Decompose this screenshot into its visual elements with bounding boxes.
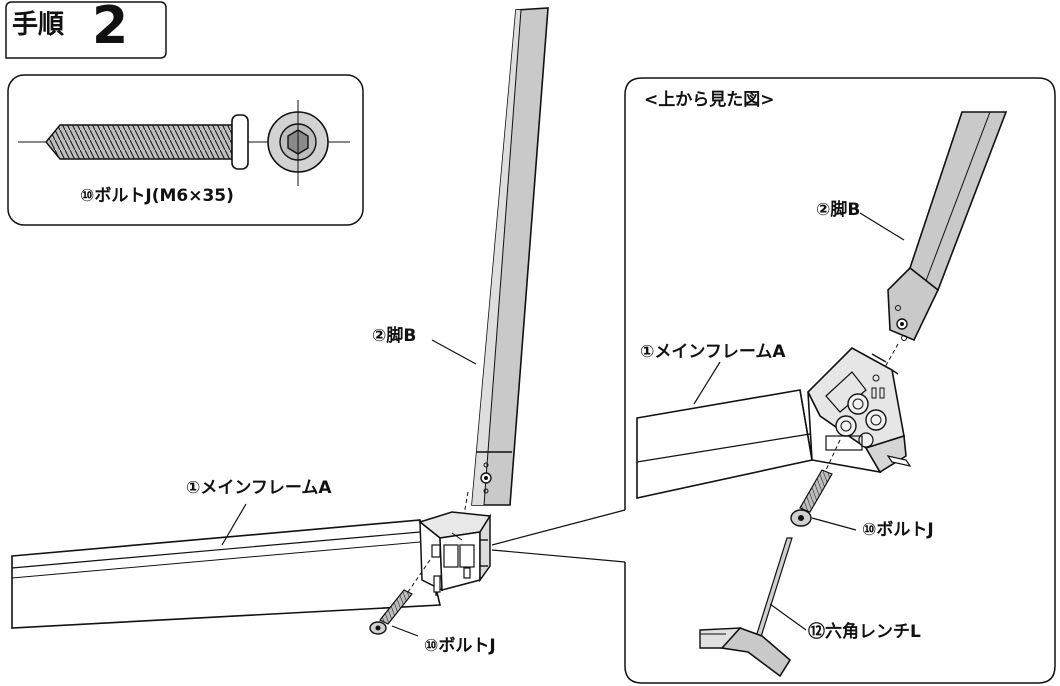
label-leg-b-main: ②脚B (372, 326, 417, 346)
leg-b-main (471, 7, 549, 506)
callout-wedge (491, 509, 626, 563)
leg-b-inset (887, 111, 1008, 342)
bracket-inset (807, 347, 912, 474)
bolt-j-end-view (267, 100, 329, 186)
bolt-j-main (369, 559, 431, 635)
label-leg-b-inset: ②脚B (816, 200, 861, 220)
step-number: 2 (92, 0, 129, 56)
label-main-frame-a-inset: ①メインフレームA (640, 342, 786, 362)
bolt-j-inset-drawing (45, 114, 249, 170)
bracket-main (418, 511, 492, 596)
bolt-inset-box (7, 74, 364, 226)
label-bolt-j-inset: ⑩ボルトJ (862, 520, 934, 540)
label-main-frame-a-main: ①メインフレームA (186, 478, 332, 498)
label-hex-wrench-l-inset: ⑫六角レンチL (808, 622, 921, 642)
label-bolt-j-main: ⑩ボルトJ (424, 636, 496, 656)
top-view-inset-box (624, 77, 1056, 684)
step-title-box (5, 1, 167, 59)
bolt-j-inset (790, 439, 841, 527)
step-label: 手順 (12, 10, 65, 40)
bolt-inset-caption: ⑩ボルトJ(M6×35) (80, 186, 234, 206)
top-view-title: <上から見た図> (644, 90, 775, 110)
hex-wrench-l-inset (699, 537, 793, 678)
main-frame-a-inset (636, 389, 813, 499)
main-frame-a-main (11, 519, 441, 629)
leader-lines (221, 212, 905, 637)
